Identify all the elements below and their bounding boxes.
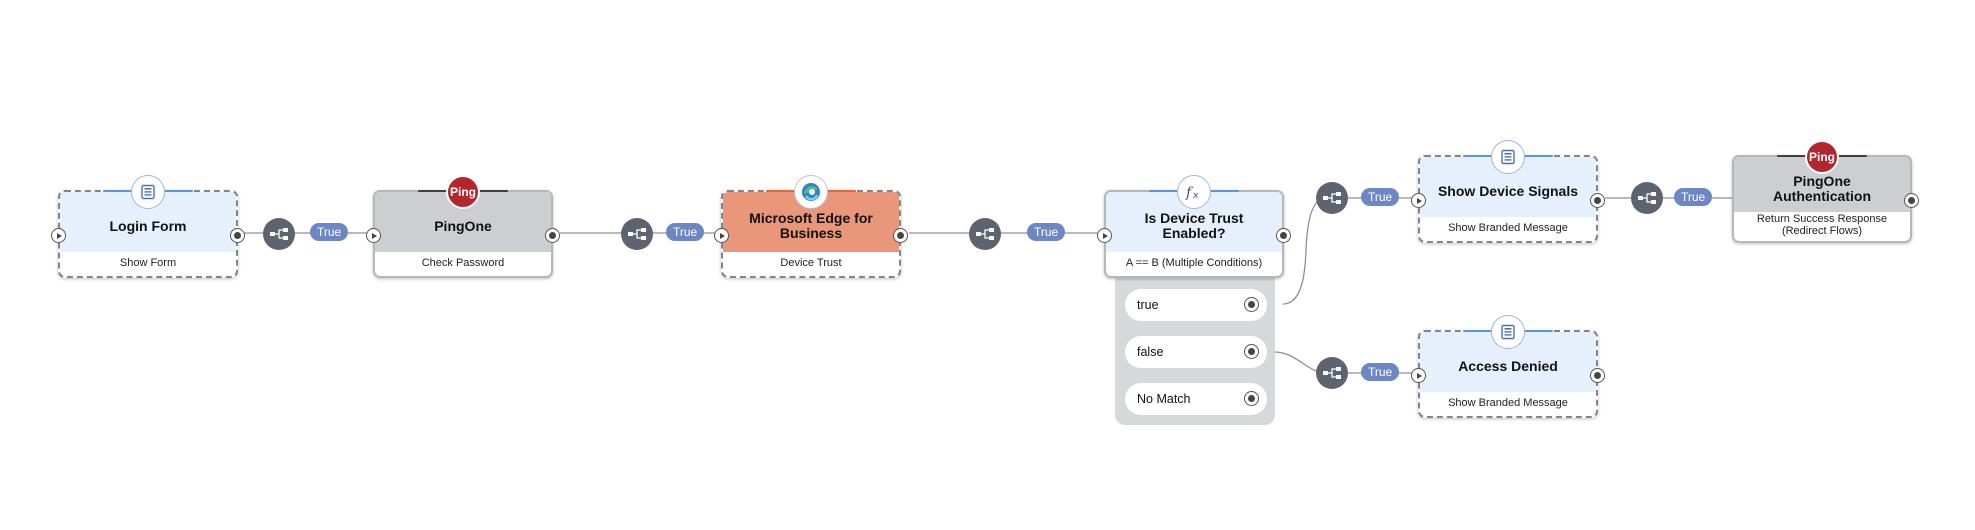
input-port[interactable] (51, 228, 66, 243)
ping-logo: Ping (1805, 140, 1839, 174)
true-condition-pill[interactable]: True (1674, 188, 1713, 206)
node-subtitle: Check Password (421, 257, 505, 269)
node-subtitle: Show Branded Message (1448, 222, 1568, 234)
input-port[interactable] (1097, 228, 1112, 243)
node-title: Access Denied (1458, 357, 1558, 374)
output-port[interactable] (1590, 193, 1605, 208)
node-subtitle: Device Trust (780, 257, 842, 269)
true-condition-pill[interactable]: True (666, 223, 705, 241)
output-port[interactable] (1276, 228, 1291, 243)
outcome-true[interactable]: true (1125, 289, 1267, 321)
node-title: Show Device Signals (1437, 182, 1579, 199)
outcome-no-match[interactable]: No Match (1125, 383, 1267, 415)
node-subtitle: Show Branded Message (1448, 397, 1568, 409)
outcome-port[interactable] (1244, 297, 1259, 312)
login-form-node[interactable]: Login Form Show Form (51, 175, 245, 278)
output-port[interactable] (1590, 368, 1605, 383)
outcome-label: No Match (1137, 392, 1191, 406)
access-denied-node[interactable]: Access Denied Show Branded Message (1411, 315, 1605, 418)
node-title: PingOne (434, 217, 492, 234)
node-subtitle: Show Form (119, 257, 177, 269)
node-header: Login Form (60, 192, 236, 252)
branch-connector-icon[interactable] (1316, 357, 1348, 389)
node-title: PingOne Authentication (1773, 172, 1871, 204)
node-title: Login Form (109, 217, 187, 234)
node-title: Microsoft Edge for Business (749, 210, 873, 241)
branch-connector-icon[interactable] (1631, 182, 1663, 214)
edge-logo (794, 175, 828, 209)
device-trust-decision-node[interactable]: Is Device Trust Enabled? A == B (Multipl… (1097, 175, 1291, 278)
true-condition-pill[interactable]: True (1361, 363, 1400, 381)
outcome-port[interactable] (1244, 344, 1259, 359)
pingone-node[interactable]: PingOne Check Password Ping (366, 175, 560, 278)
output-port[interactable] (545, 228, 560, 243)
outcome-false[interactable]: false (1125, 336, 1267, 368)
svg-text:x: x (1192, 191, 1199, 200)
input-port[interactable] (1411, 193, 1426, 208)
input-port[interactable] (366, 228, 381, 243)
form-icon (131, 175, 165, 209)
branch-connector-icon[interactable] (621, 218, 653, 250)
output-port[interactable] (230, 228, 245, 243)
branch-connector-icon[interactable] (1316, 182, 1348, 214)
node-subtitle: A == B (Multiple Conditions) (1125, 257, 1263, 269)
form-icon (1491, 315, 1525, 349)
svg-text:f: f (1185, 185, 1194, 200)
branch-connector-icon[interactable] (969, 218, 1001, 250)
form-icon (1491, 140, 1525, 174)
show-device-signals-node[interactable]: Show Device Signals Show Branded Message (1411, 140, 1605, 243)
outcome-port[interactable] (1244, 391, 1259, 406)
node-title: Is Device Trust Enabled? (1144, 210, 1244, 241)
node-subtitle: Return Success Response (Redirect Flows) (1756, 213, 1888, 237)
true-condition-pill[interactable]: True (310, 223, 349, 241)
input-port[interactable] (714, 228, 729, 243)
ping-logo: Ping (446, 175, 480, 209)
outcome-label: false (1137, 345, 1164, 359)
pingone-authentication-node[interactable]: PingOne Authentication Return Success Re… (1732, 140, 1919, 243)
edge-device-trust-node[interactable]: Microsoft Edge for Business Device Trust (714, 175, 908, 278)
branch-connector-icon[interactable] (263, 218, 295, 250)
input-port[interactable] (1411, 368, 1426, 383)
true-condition-pill[interactable]: True (1027, 223, 1066, 241)
true-condition-pill[interactable]: True (1361, 188, 1400, 206)
outcome-label: true (1137, 298, 1159, 312)
condition-outcomes-panel: true false No Match (1115, 277, 1275, 425)
output-port[interactable] (1904, 193, 1919, 208)
output-port[interactable] (893, 228, 908, 243)
